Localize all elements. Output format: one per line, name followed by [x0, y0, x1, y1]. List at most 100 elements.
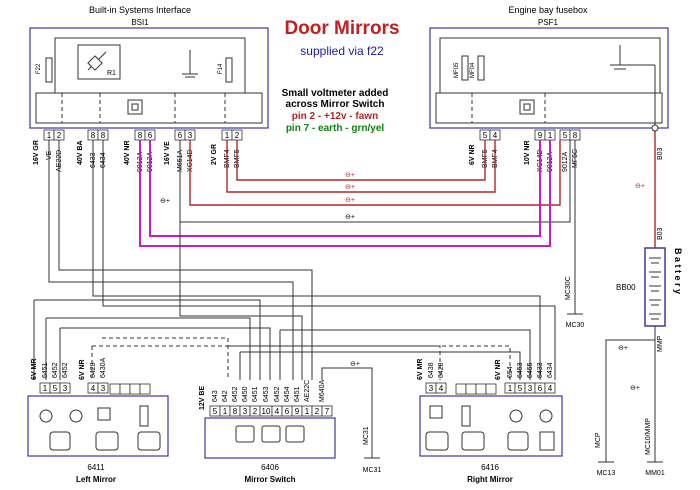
bsi-unit: F22 R1 F14 — [29, 27, 269, 129]
right-mirror-pin: 4 — [548, 384, 553, 393]
psf-pin: 8 — [573, 131, 578, 140]
left-mirror-unit — [27, 383, 169, 457]
right-mirror-unit — [419, 383, 563, 457]
bsi-connector-label: 40V NR — [124, 140, 131, 165]
wire-label: 654 — [507, 366, 514, 378]
wire-bmf-extra — [189, 140, 561, 206]
thermistor-icon — [539, 431, 555, 451]
wire-label: 6430A — [100, 357, 107, 378]
left-mirror-connector-label: 6V MR — [31, 359, 38, 380]
left-mirror-pin: 5 — [53, 384, 58, 393]
wire-mcp — [605, 339, 655, 462]
wire-6434 — [102, 140, 556, 380]
bsi-pin: 8 — [138, 131, 143, 140]
node-mm01: MM01 — [645, 470, 665, 477]
heater-icon — [461, 405, 471, 427]
motor-icon — [509, 409, 523, 423]
mirror-heat-icon — [137, 431, 161, 451]
right-mirror-connector-label: 6V NR — [495, 359, 502, 380]
polarity-mark: ⊖+ — [345, 184, 355, 191]
switch-wire-labels: 643 642 6452 6450 6451 6453 6452 6454 64… — [212, 379, 326, 402]
wire-label: 6450 — [242, 386, 249, 402]
wire-ve — [48, 140, 294, 380]
left-mirror-connector-b: 4 3 6V NR 6428 6430A — [79, 357, 109, 394]
wire-label: MC10/MMP — [645, 418, 652, 455]
mirror-heat-icon — [461, 431, 485, 451]
wire-label: MCP — [595, 432, 602, 448]
wire-bmf5 — [236, 140, 486, 181]
right-mirror-name: Right Mirror — [467, 475, 513, 484]
wire-label: 6451 — [252, 386, 259, 402]
wire-label: 6454 — [284, 386, 291, 402]
wire-label: 6428 — [438, 362, 445, 378]
heater-icon — [139, 405, 149, 427]
right-mirror-pin: 3 — [429, 384, 434, 393]
wire-dashed-3 — [102, 337, 229, 380]
mirror-adjust-icon — [507, 431, 529, 451]
wire-label: 6433 — [537, 362, 544, 378]
mirror-fold-icon — [425, 431, 449, 451]
polarity-mark: ⊖+ — [618, 345, 628, 352]
wire-label: M640A — [319, 379, 326, 402]
wire-label: 6428 — [90, 362, 97, 378]
switch-pin: 4 — [275, 407, 280, 416]
switch-connector-label: 12V BE — [199, 386, 206, 410]
wire-bmf4 — [226, 140, 496, 193]
motor-icon — [69, 409, 83, 423]
left-mirror-code: 6411 — [87, 463, 105, 472]
switch-pin: 8 — [233, 407, 238, 416]
polarity-mark: ⊖+ — [630, 385, 640, 392]
left-mirror-connector-label: 6V NR — [79, 359, 86, 380]
node-mc13: MC13 — [597, 470, 616, 477]
switch-pin: 10 — [262, 407, 271, 416]
right-mirror-pin: 5 — [518, 384, 523, 393]
polarity-mark: ⊖+ — [345, 172, 355, 179]
node-mc31: MC31 — [363, 467, 382, 474]
bsi-pin: 6 — [148, 131, 153, 140]
wire-label: MC31 — [363, 426, 370, 445]
sensor-icon — [97, 407, 111, 421]
wire-label: 6438 — [428, 362, 435, 378]
bsi-pin: 2 — [235, 131, 240, 140]
bsi-pin: 8 — [91, 131, 96, 140]
note-line-1: Small voltmeter added — [282, 88, 389, 99]
bsi-connector-label: 16V VE — [164, 141, 171, 165]
mirror-adjust-icon — [49, 431, 71, 451]
right-mirror-pin: 3 — [528, 384, 533, 393]
bsi-connector-label: 40V BA — [77, 140, 84, 165]
bsi-code: BSI1 — [131, 18, 149, 27]
wire-label: 6434 — [547, 362, 554, 378]
wire-mc31 — [321, 367, 373, 458]
switch-pin: 9 — [295, 407, 300, 416]
wire-label: 6451 — [294, 386, 301, 402]
right-mirror-connector-a: 3 4 6V MR 6438 6428 — [417, 359, 447, 394]
node-mc30: MC30 — [566, 322, 585, 329]
polarity-mark: ⊖+ — [345, 197, 355, 204]
left-mirror-name: Left Mirror — [76, 475, 116, 484]
note-line-3: pin 2 - +12v - fawn — [292, 111, 378, 122]
wire-label: 6452 — [62, 362, 69, 378]
sensor-icon — [429, 405, 443, 419]
bsi-pin: 1 — [225, 131, 230, 140]
wire-label: 6452 — [274, 386, 281, 402]
switch-code: 6406 — [261, 463, 279, 472]
wire-6433 — [92, 140, 541, 380]
right-mirror-pin: 6 — [538, 384, 543, 393]
wire-label: AE22C — [304, 380, 311, 402]
note-line-4: pin 7 - earth - grn/yel — [286, 123, 385, 134]
wire-label: 9012A — [562, 151, 569, 172]
bsi-relay-label: R1 — [107, 70, 116, 77]
left-mirror-pin: 4 — [91, 384, 96, 393]
bsi-fuse-right: F14 — [218, 63, 224, 74]
wire-label: B03 — [657, 227, 664, 240]
psf-fuse-left: MF05 — [454, 62, 460, 78]
bsi-pin: 3 — [188, 131, 193, 140]
battery — [644, 247, 666, 327]
switch-pin: 3 — [243, 407, 248, 416]
bsi-pin: 6 — [178, 131, 183, 140]
psf-heading: Engine bay fusebox — [508, 5, 588, 15]
switch-pin: 2 — [315, 407, 320, 416]
right-mirror-connector-b: 1 5 3 6 4 6V NR 654 6453 6455 6433 6434 — [495, 359, 556, 394]
switch-pin: 2 — [253, 407, 258, 416]
